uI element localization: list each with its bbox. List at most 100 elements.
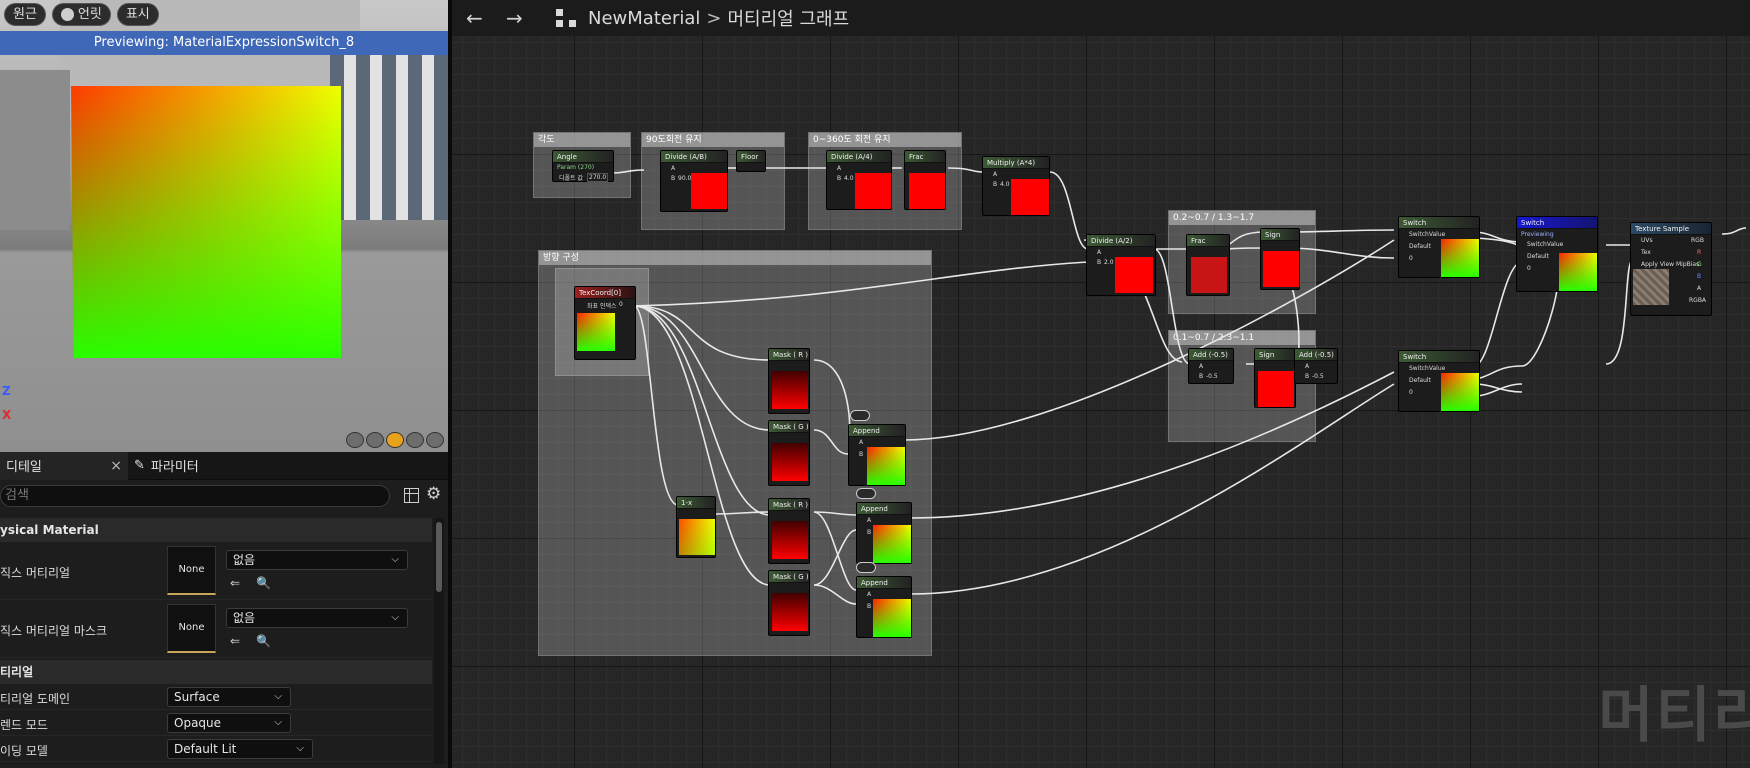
pin-label: A bbox=[1697, 285, 1702, 292]
node-title: Divide (A/B) bbox=[661, 151, 727, 163]
node-param-value[interactable]: 270.0 bbox=[587, 173, 609, 182]
asset-thumbnail[interactable]: None bbox=[167, 604, 216, 653]
use-selected-icon[interactable]: ⇐ bbox=[230, 634, 241, 648]
comment-title: 0~360도 회전 유지 bbox=[809, 133, 961, 147]
chevron-down-icon: ⌵ bbox=[391, 612, 399, 623]
node-switch-selected[interactable]: Switch Previewing SwitchValue Default 0 bbox=[1516, 216, 1598, 292]
material-graph-canvas[interactable]: 각도 90도회전 유지 0~360도 회전 유지 방향 구성 0.2~0.7 /… bbox=[452, 0, 1750, 768]
comment-title: 90도회전 유지 bbox=[642, 133, 784, 147]
teapot-shape-icon[interactable] bbox=[426, 432, 444, 448]
node-floor[interactable]: Floor bbox=[736, 150, 766, 172]
reroute-node[interactable] bbox=[850, 410, 870, 421]
category-material[interactable]: 티리얼 bbox=[0, 660, 432, 684]
category-physical-material[interactable]: ysical Material bbox=[0, 518, 432, 542]
use-selected-icon[interactable]: ⇐ bbox=[230, 576, 241, 590]
forward-arrow-icon[interactable]: → bbox=[506, 6, 523, 30]
panel-splitter[interactable] bbox=[448, 0, 452, 768]
node-add[interactable]: Add (-0.5) A B -0.5 bbox=[1188, 348, 1234, 384]
preview-viewport[interactable]: 원근 언릿 표시 Previewing: MaterialExpressionS… bbox=[0, 0, 448, 452]
lit-mode-button[interactable]: 언릿 bbox=[51, 3, 111, 26]
pin-value[interactable]: 4.0 bbox=[844, 175, 854, 182]
browse-icon[interactable]: 🔍 bbox=[256, 576, 271, 590]
cube-shape-icon[interactable] bbox=[406, 432, 424, 448]
node-append-2[interactable]: Append A B bbox=[856, 502, 912, 564]
perspective-button[interactable]: 원근 bbox=[4, 3, 46, 26]
node-mask-g[interactable]: Mask ( G ) bbox=[768, 420, 810, 486]
node-angle[interactable]: Angle Param (270) 디폴트 값 270.0 bbox=[552, 150, 614, 182]
pin-label: A bbox=[1097, 249, 1102, 256]
node-mask-r[interactable]: Mask ( R ) bbox=[768, 348, 810, 414]
node-title: TexCoord[0] bbox=[575, 287, 635, 299]
pin-label: RGB bbox=[1691, 237, 1704, 244]
pin-value[interactable]: -0.5 bbox=[1312, 373, 1324, 380]
node-add-2[interactable]: Add (-0.5) A B -0.5 bbox=[1294, 348, 1338, 384]
node-frac-2[interactable]: Frac bbox=[1186, 234, 1230, 296]
node-switch[interactable]: Switch SwitchValue Default 0 bbox=[1398, 216, 1480, 278]
pin-label: B bbox=[1097, 259, 1102, 266]
asset-combo[interactable]: 없음⌵ bbox=[226, 550, 408, 570]
blend-mode-combo[interactable]: Opaque⌵ bbox=[167, 713, 291, 733]
node-preview bbox=[772, 593, 808, 631]
graph-wires bbox=[611, 167, 1747, 605]
node-multiply-4[interactable]: Multiply (A*4) A B 4.0 bbox=[982, 156, 1050, 216]
asset-thumbnail[interactable]: None bbox=[167, 546, 216, 595]
node-sign[interactable]: Sign bbox=[1260, 228, 1300, 290]
property-label: 티리얼 도메인 bbox=[0, 692, 71, 706]
material-domain-combo[interactable]: Surface⌵ bbox=[167, 687, 291, 707]
shading-model-combo[interactable]: Default Lit⌵ bbox=[167, 739, 313, 759]
pin-value[interactable]: 4.0 bbox=[1000, 181, 1010, 188]
node-title: Append bbox=[857, 577, 911, 589]
pin-value[interactable]: -0.5 bbox=[1206, 373, 1218, 380]
node-preview bbox=[909, 173, 945, 209]
close-icon[interactable]: × bbox=[110, 457, 122, 474]
property-matrix-icon[interactable] bbox=[404, 488, 419, 503]
node-divide-4[interactable]: Divide (A/4) A B 4.0 bbox=[826, 150, 892, 210]
node-sign-2[interactable]: Sign bbox=[1254, 348, 1296, 408]
tab-parameters[interactable]: ✎ 파라미터 bbox=[128, 452, 205, 480]
comment-title: 방향 구성 bbox=[539, 251, 931, 265]
node-mask-r-2[interactable]: Mask ( R ) bbox=[768, 498, 810, 564]
node-divide-90[interactable]: Divide (A/B) A B 90.0 bbox=[660, 150, 728, 212]
browse-icon[interactable]: 🔍 bbox=[256, 634, 271, 648]
node-one-minus[interactable]: 1-x bbox=[676, 496, 716, 558]
property-row-phys-material: 직스 머티리얼 None 없음⌵ ⇐ 🔍 bbox=[0, 542, 432, 600]
asset-combo[interactable]: 없음⌵ bbox=[226, 608, 408, 628]
scrollbar-thumb[interactable] bbox=[436, 522, 442, 592]
pin-label: A bbox=[859, 439, 864, 446]
node-preview bbox=[772, 443, 808, 481]
details-search-input[interactable]: 검색 bbox=[0, 485, 390, 507]
node-title: Angle bbox=[553, 151, 613, 163]
node-preview bbox=[1191, 257, 1227, 293]
node-switch-2[interactable]: Switch SwitchValue Default 0 bbox=[1398, 350, 1480, 412]
node-append-3[interactable]: Append A B bbox=[856, 576, 912, 638]
reroute-node[interactable] bbox=[856, 562, 876, 573]
chevron-down-icon: ⌵ bbox=[391, 554, 399, 565]
node-param-value[interactable]: 0 bbox=[619, 301, 623, 308]
node-append[interactable]: Append A B bbox=[848, 424, 906, 486]
plane-shape-icon[interactable] bbox=[386, 432, 404, 448]
pencil-icon: ✎ bbox=[134, 458, 145, 473]
node-title: 1-x bbox=[677, 497, 715, 509]
cylinder-shape-icon[interactable] bbox=[346, 432, 364, 448]
sphere-shape-icon[interactable] bbox=[366, 432, 384, 448]
breadcrumb-graph[interactable]: 머티리얼 그래프 bbox=[727, 9, 850, 30]
pin-label: A bbox=[1199, 363, 1204, 370]
details-scrollbar[interactable] bbox=[434, 518, 444, 764]
node-texture-sample[interactable]: Texture Sample UVs Tex Apply View MipBia… bbox=[1630, 222, 1712, 316]
reroute-node[interactable] bbox=[856, 488, 876, 499]
pin-value[interactable]: 90.0 bbox=[678, 175, 692, 182]
breadcrumb-asset[interactable]: NewMaterial bbox=[588, 7, 701, 29]
node-mask-g-2[interactable]: Mask ( G ) bbox=[768, 570, 810, 636]
back-arrow-icon[interactable]: ← bbox=[466, 6, 483, 30]
node-texcoord[interactable]: TexCoord[0] 좌표 인덱스 0 bbox=[574, 286, 636, 360]
node-divide-2[interactable]: Divide (A/2) A B 2.0 bbox=[1086, 234, 1156, 296]
node-title: Add (-0.5) bbox=[1295, 349, 1337, 361]
node-frac[interactable]: Frac bbox=[904, 150, 946, 210]
gear-icon[interactable]: ⚙ bbox=[426, 484, 442, 504]
pin-value[interactable]: 2.0 bbox=[1104, 259, 1114, 266]
show-button[interactable]: 표시 bbox=[116, 3, 159, 26]
pin-label: UVs bbox=[1641, 237, 1653, 244]
comment-box[interactable]: 각도 bbox=[533, 132, 631, 198]
tab-details[interactable]: 디테일 × bbox=[0, 451, 128, 480]
pin-label: Default bbox=[1527, 253, 1549, 260]
